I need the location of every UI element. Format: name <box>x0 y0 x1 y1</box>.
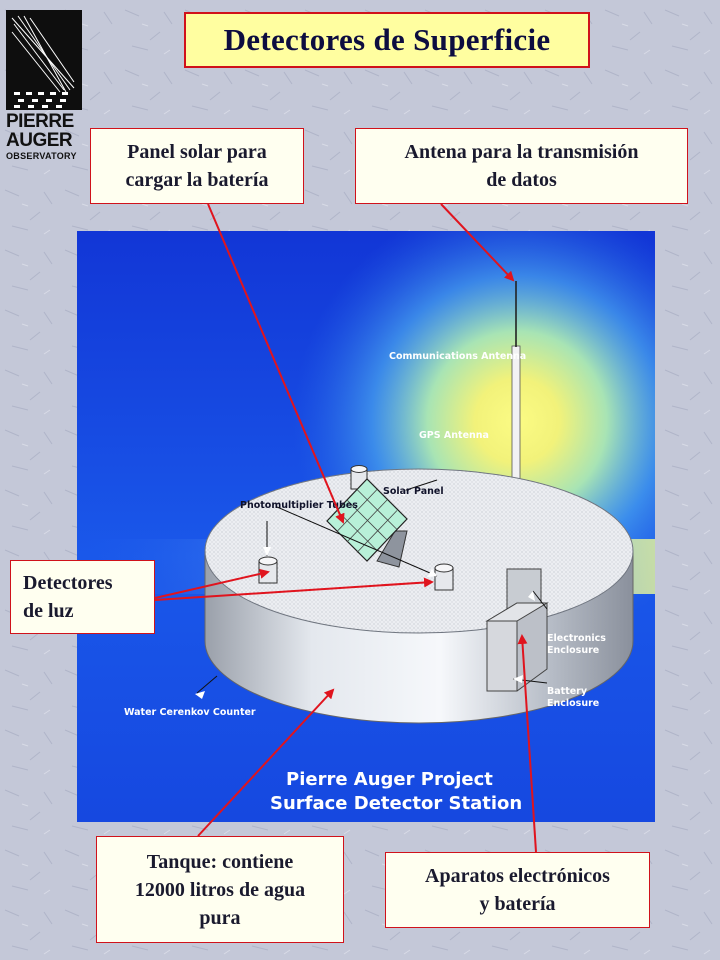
callout-light-detectors-text: Detectores de luz <box>23 572 113 622</box>
label-battery-enclosure-2: Enclosure <box>547 698 599 709</box>
station-title-line-2: Surface Detector Station <box>270 793 522 814</box>
logo-wordmark: PIERRE AUGER OBSERVATORY <box>6 112 86 162</box>
page-title: Detectores de Superficie <box>184 12 590 68</box>
pmt-left <box>258 556 278 584</box>
label-battery-enclosure-1: Battery <box>547 686 588 697</box>
callout-electronics-text: Aparatos electrónicos y batería <box>425 865 610 915</box>
logo-line-pierre: PIERRE <box>6 111 74 132</box>
callout-solar-panel: Panel solar para cargar la batería <box>90 128 304 204</box>
station-title-line-1: Pierre Auger Project <box>286 769 493 790</box>
callout-tank-text: Tanque: contiene 12000 litros de agua pu… <box>134 850 306 929</box>
callout-antenna-text: Antena para la transmisión de datos <box>404 141 639 191</box>
callout-solar-panel-text: Panel solar para cargar la batería <box>125 141 269 191</box>
label-communications-antenna: Communications Antenna <box>389 351 526 362</box>
label-water-cerenkov-counter: Water Cerenkov Counter <box>124 707 256 718</box>
callout-antenna: Antena para la transmisión de datos <box>355 128 688 204</box>
label-solar-panel: Solar Panel <box>383 486 444 497</box>
pierre-auger-logo <box>6 10 82 110</box>
label-electronics-enclosure-2: Enclosure <box>547 645 599 656</box>
callout-electronics: Aparatos electrónicos y batería <box>385 852 650 928</box>
logo-line-observatory: OBSERVATORY <box>6 151 77 161</box>
logo-line-auger: AUGER <box>6 130 73 151</box>
label-gps-antenna: GPS Antenna <box>419 430 489 441</box>
surface-detector-diagram: Communications Antenna GPS Antenna Solar… <box>77 231 655 822</box>
solar-panel-graphic <box>326 478 408 568</box>
label-photomultiplier-tubes: Photomultiplier Tubes <box>240 500 358 511</box>
label-electronics-enclosure-1: Electronics <box>547 633 606 644</box>
callout-tank: Tanque: contiene 12000 litros de agua pu… <box>96 836 344 943</box>
pmt-right <box>434 563 454 591</box>
callout-light-detectors: Detectores de luz <box>10 560 155 634</box>
